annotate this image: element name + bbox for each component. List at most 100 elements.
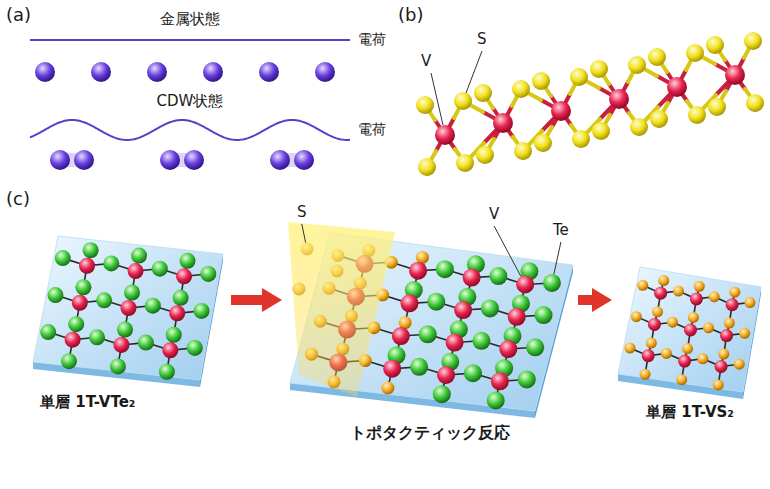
tellurium-atom bbox=[518, 370, 536, 388]
tellurium-atom bbox=[124, 285, 140, 301]
tellurium-atom bbox=[117, 321, 133, 337]
vanadium-atom bbox=[648, 318, 661, 331]
sulfur-atom bbox=[713, 379, 724, 390]
tellurium-atom bbox=[187, 340, 203, 356]
vanadium-atom bbox=[128, 263, 144, 279]
leader-line bbox=[494, 226, 521, 277]
vanadium-atom bbox=[684, 324, 697, 337]
vanadium-atom bbox=[113, 337, 129, 353]
vanadium-atom bbox=[516, 275, 534, 293]
substrate-plate bbox=[33, 236, 223, 380]
figure-label: 電荷 bbox=[358, 121, 386, 138]
vanadium-atom bbox=[446, 334, 464, 352]
label-row: トポタクティック反応 bbox=[285, 423, 575, 443]
dimer-atom bbox=[270, 150, 290, 170]
vanadium-atom bbox=[667, 77, 687, 97]
sulfur-atom bbox=[709, 291, 720, 302]
figure-label: Te bbox=[553, 221, 569, 239]
figure-label: S bbox=[477, 30, 487, 48]
vanadium-atom bbox=[726, 298, 739, 311]
sulfur-beam bbox=[288, 222, 395, 397]
vanadium-atom bbox=[400, 294, 418, 312]
leader-line bbox=[302, 224, 306, 243]
sulfur-atom bbox=[686, 44, 704, 62]
bond-group bbox=[630, 281, 750, 385]
sulfur-atom bbox=[624, 342, 635, 353]
sulfur-atom bbox=[648, 48, 666, 66]
vanadium-atom bbox=[65, 332, 81, 348]
sulfur-atom bbox=[703, 322, 714, 333]
tellurium-atom bbox=[436, 260, 454, 278]
crystal-panel: トポタクティック反応 bbox=[285, 225, 575, 443]
tellurium-atom bbox=[110, 358, 126, 374]
bond-group bbox=[48, 250, 208, 371]
panel-caption: 単層 1T-VTe₂ bbox=[40, 393, 135, 412]
sulfur-atom bbox=[694, 281, 705, 292]
sulfur-atom bbox=[640, 369, 651, 380]
sulfur-atom bbox=[739, 328, 750, 339]
sulfur-atom bbox=[416, 96, 434, 114]
tellurium-atom bbox=[47, 287, 63, 303]
sulfur-atom bbox=[646, 338, 657, 349]
leader-line bbox=[554, 242, 561, 274]
sulfur-atom bbox=[592, 122, 610, 140]
tellurium-atom bbox=[526, 338, 544, 356]
sulfur-atom bbox=[724, 318, 735, 329]
vanadium-atom bbox=[383, 360, 401, 378]
sulfur-atom bbox=[630, 118, 648, 136]
panel-caption: トポタクティック反応 bbox=[350, 423, 510, 443]
figure-label: (b) bbox=[398, 4, 423, 26]
dimer-atom bbox=[160, 150, 180, 170]
sulfur-atom bbox=[746, 94, 764, 112]
dimer-atom bbox=[50, 150, 70, 170]
sulfur-atom bbox=[570, 68, 588, 86]
sulfur-atom bbox=[667, 317, 678, 328]
cdw-schematic bbox=[30, 40, 350, 170]
tellurium-atom bbox=[535, 306, 553, 324]
tellurium-atom bbox=[433, 385, 451, 403]
figure-label: 電荷 bbox=[358, 31, 386, 48]
dimer-atom bbox=[184, 150, 204, 170]
sulfur-atom bbox=[688, 106, 706, 124]
vanadium-atom bbox=[678, 355, 691, 368]
figure-label: S bbox=[297, 203, 307, 221]
sulfur-atom bbox=[688, 312, 699, 323]
sulfur-atom bbox=[418, 158, 436, 176]
tellurium-atom bbox=[55, 250, 71, 266]
tellurium-atom bbox=[419, 325, 437, 343]
sulfur-atom bbox=[673, 286, 684, 297]
tellurium-atom bbox=[173, 290, 189, 306]
vanadium-atom bbox=[493, 113, 513, 133]
tellurium-atom bbox=[410, 358, 428, 376]
tellurium-atom bbox=[96, 292, 112, 308]
vanadium-atom bbox=[121, 300, 137, 316]
sulfur-atom bbox=[652, 306, 663, 317]
vanadium-atom bbox=[437, 366, 455, 384]
reaction-arrow bbox=[578, 295, 592, 305]
sulfur-atom bbox=[744, 297, 755, 308]
crystal-illustration bbox=[285, 225, 575, 423]
vs2-side-view bbox=[416, 32, 764, 176]
sulfur-atom bbox=[658, 275, 669, 286]
tellurium-atom bbox=[200, 266, 216, 282]
metal-atom bbox=[315, 62, 335, 82]
tellurium-atom bbox=[194, 303, 210, 319]
charge-wave bbox=[30, 120, 350, 140]
vanadium-atom bbox=[463, 269, 481, 287]
vanadium-atom bbox=[392, 327, 410, 345]
sulfur-atom bbox=[512, 80, 530, 98]
dimer-atom bbox=[74, 150, 94, 170]
sulfur-atom bbox=[534, 134, 552, 152]
charge-line bbox=[30, 39, 350, 41]
figure-label: V bbox=[489, 205, 499, 223]
figure-label: CDW状態 bbox=[157, 92, 224, 110]
sulfur-atom bbox=[706, 36, 724, 54]
tellurium-atom bbox=[159, 364, 175, 380]
leader-line bbox=[466, 51, 482, 93]
sulfur-atom bbox=[708, 98, 726, 116]
tellurium-atom bbox=[464, 364, 482, 382]
panel-caption: 単層 1T-VS₂ bbox=[646, 403, 734, 422]
substrate-plate bbox=[618, 267, 761, 392]
metal-atom bbox=[91, 62, 111, 82]
